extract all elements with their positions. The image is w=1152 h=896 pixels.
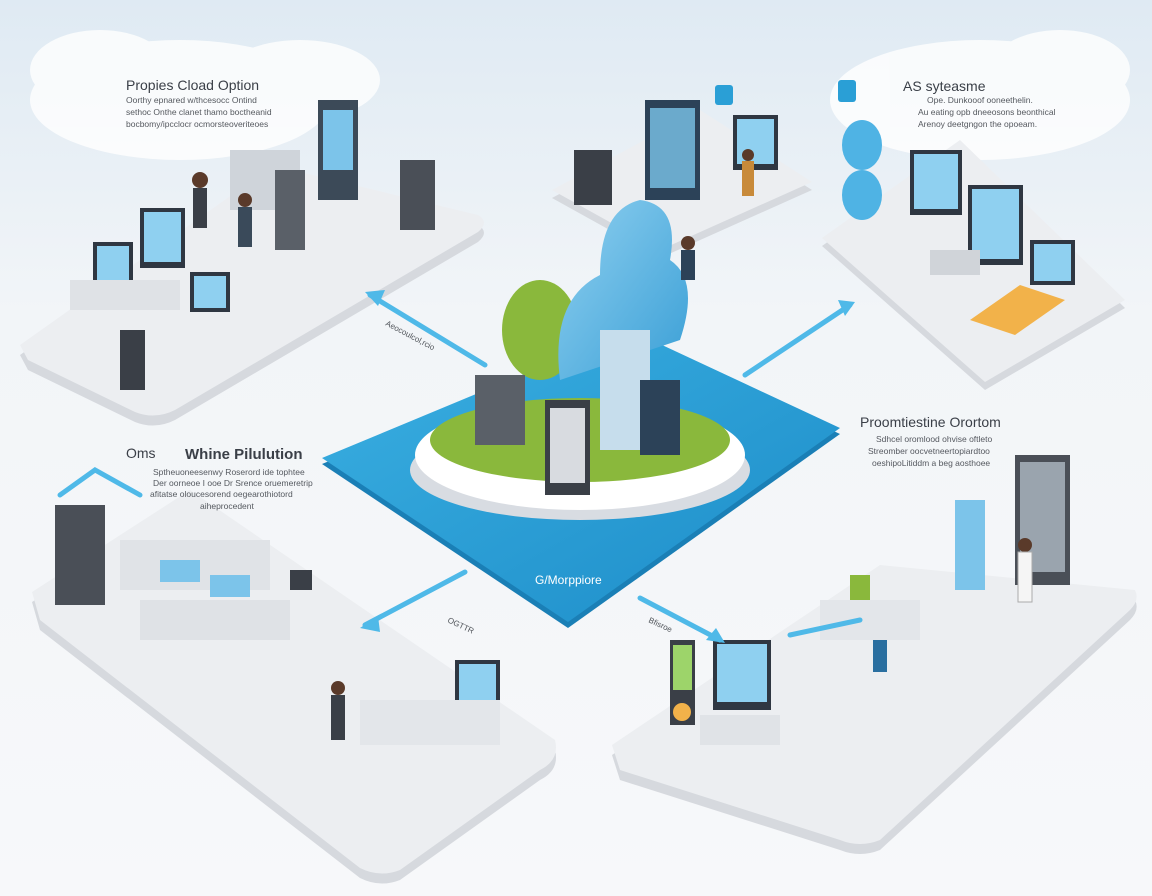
- panel-title: Proomtiestine Orortom: [860, 414, 1001, 430]
- panel-line: Streomber oocvetneertopiardtoo: [868, 446, 990, 456]
- panel-title: AS syteasme: [903, 78, 986, 94]
- panel-line: Oorthy epnared w/thcesocc Ontind: [126, 95, 257, 105]
- panel-top-left-text: Propies Cload Option Oorthy epnared w/th…: [126, 77, 272, 129]
- background-clouds: [30, 30, 1130, 160]
- hub-label: G/Morppiore: [535, 573, 602, 587]
- platform-bottom-left: [32, 490, 556, 884]
- panel-line: Arenoy deetgngon the opoeam.: [918, 119, 1037, 129]
- panel-middle-left-text: Oms Whine Pilulution Sptheuoneesenwy Ros…: [126, 445, 313, 511]
- panel-middle-right-text: Proomtiestine Orortom Sdhcel oromlood oh…: [860, 414, 1001, 468]
- connector-arrowheads: [360, 290, 855, 643]
- panel-line: Der oorneoe I ooe Dr Srence oruemeretrip: [153, 478, 313, 488]
- panel-title: Whine Pilulution: [185, 446, 302, 463]
- panel-line: Sdhcel oromlood ohvise oftleto: [876, 434, 993, 444]
- panel-line: sethoc Onthe clanet thamo boctheanid: [126, 107, 272, 117]
- central-cloud-hub: G/Morppiore: [322, 200, 840, 628]
- panel-line: aiheprocedent: [200, 501, 255, 511]
- panel-label: Oms: [126, 445, 156, 461]
- connector-arrows: [57, 292, 863, 643]
- panel-line: Au eating opb dneeosons beonthical: [918, 107, 1056, 117]
- panel-line: oeshipoLitiddm a beg aosthoee: [872, 458, 990, 468]
- platform-top-right: [822, 80, 1125, 390]
- platform-top-left: [20, 100, 484, 426]
- panel-title: Propies Cload Option: [126, 77, 259, 93]
- panel-line: afitatse oloucesorend oegearothiotord: [150, 489, 293, 499]
- panel-top-right-text: AS syteasme Ope. Dunkooof ooneethelin. A…: [903, 78, 1056, 129]
- panel-line: Ope. Dunkooof ooneethelin.: [927, 95, 1033, 105]
- panel-line: Sptheuoneesenwy Roserord ide tophtee: [153, 467, 305, 477]
- platform-bottom-right: [612, 455, 1137, 854]
- panel-line: bocbomy/ipcclocr ocmorsteoveriteoes: [126, 119, 268, 129]
